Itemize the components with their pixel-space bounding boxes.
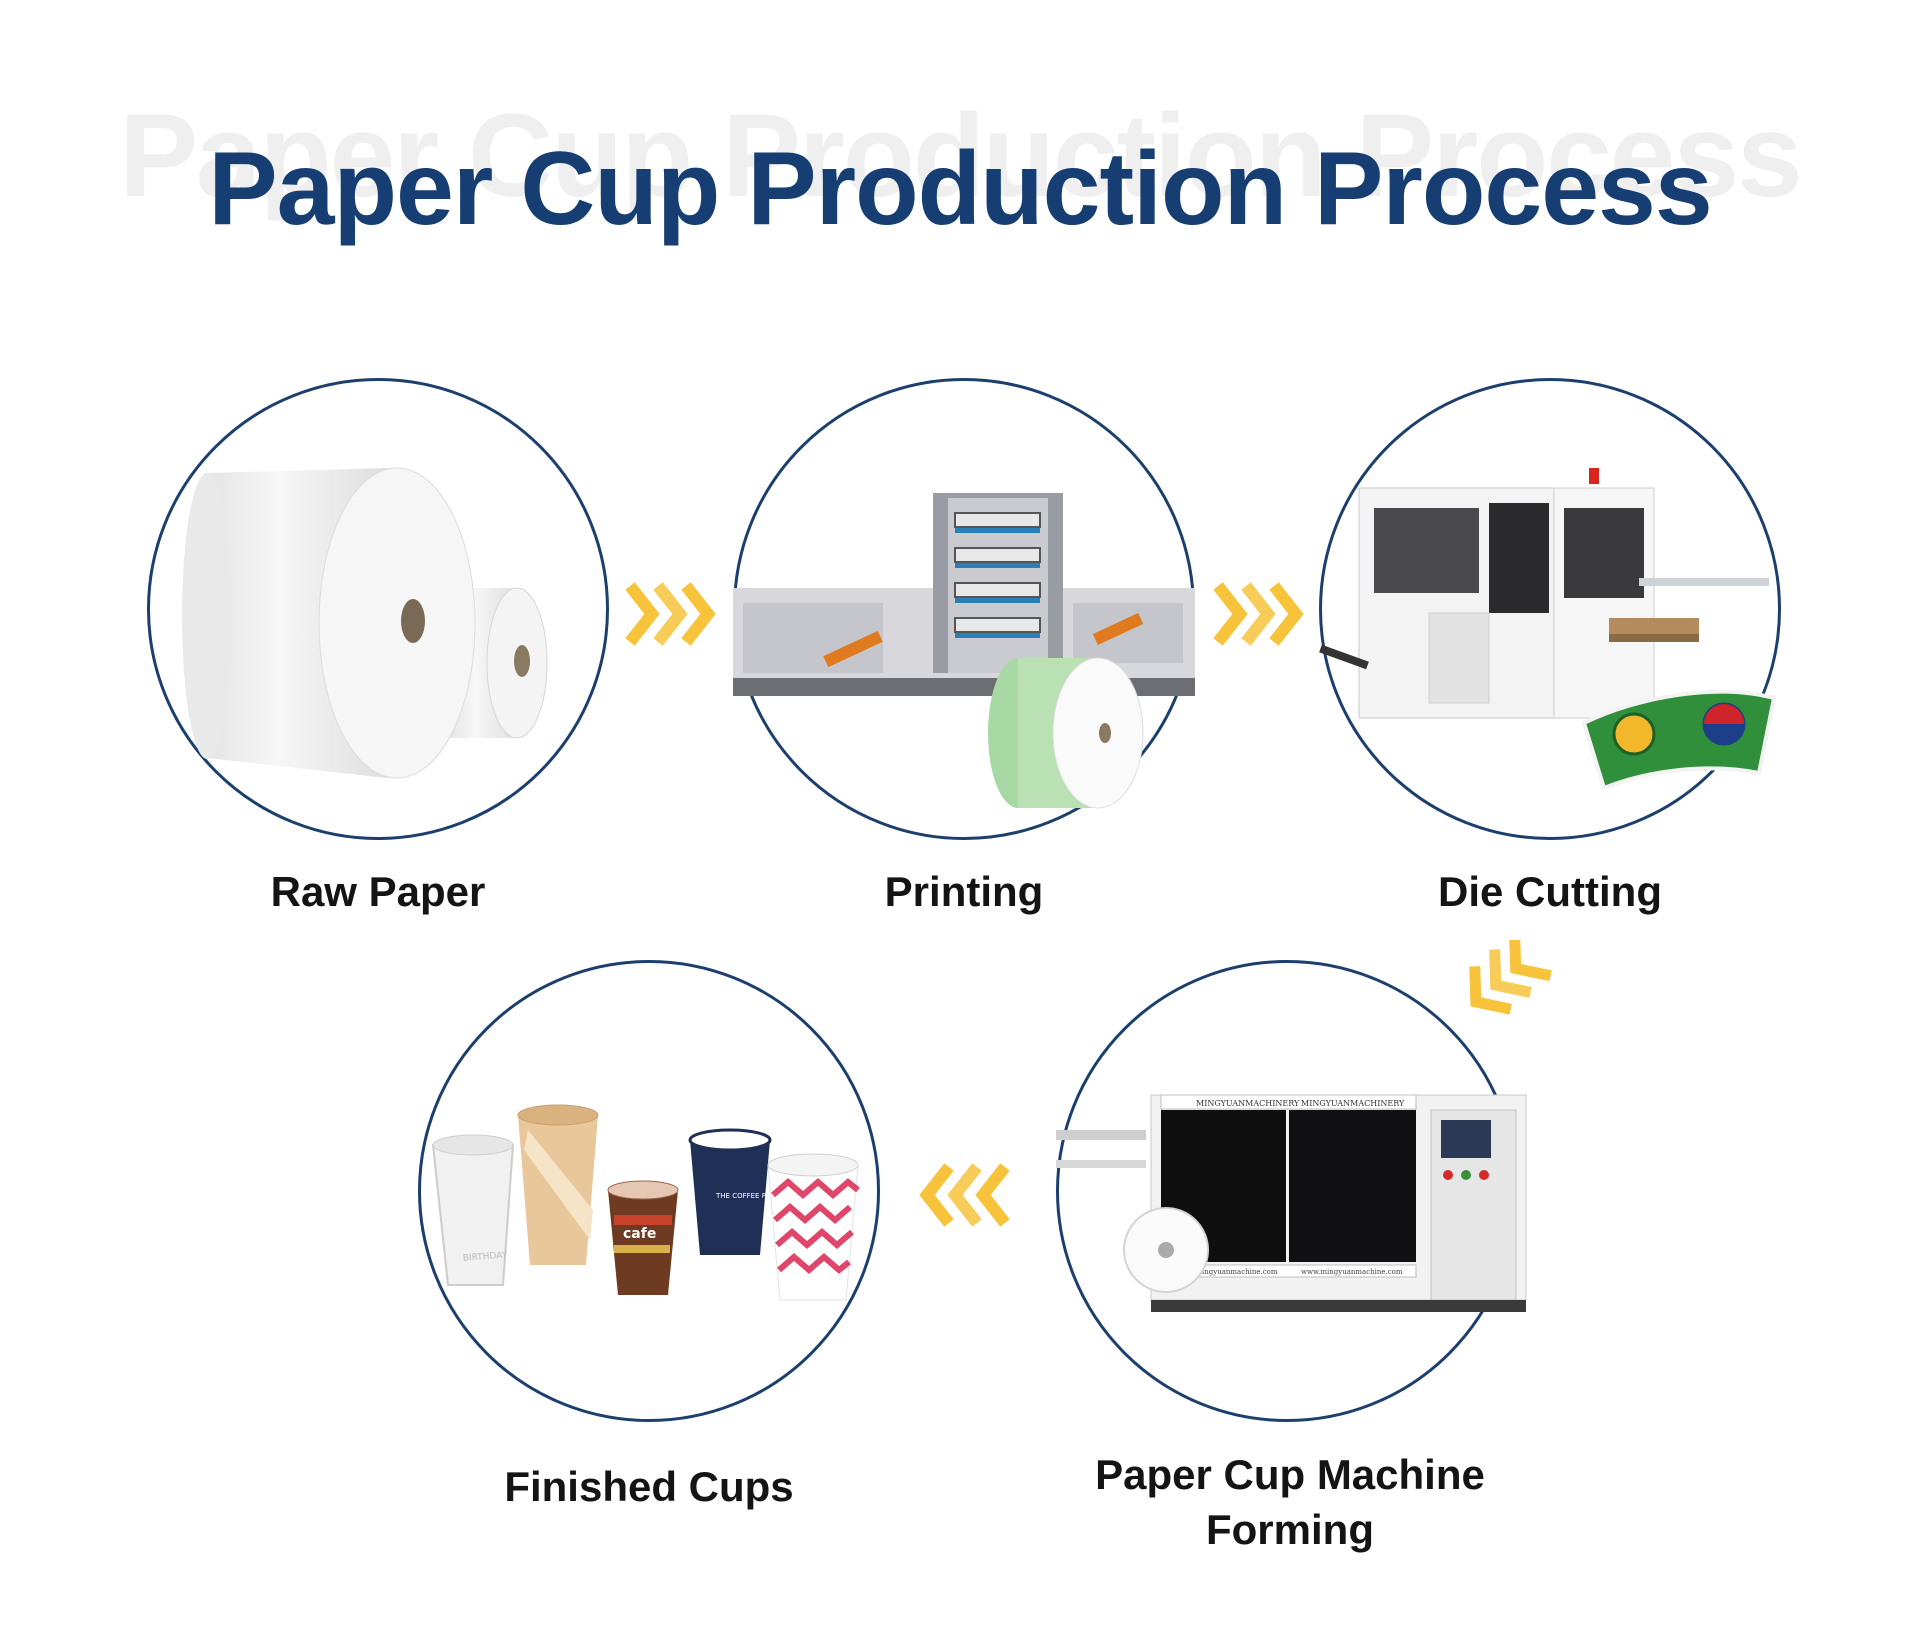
raw-paper-circle [147, 378, 609, 840]
cup-print-cafe: cafe [623, 1226, 656, 1242]
machine-brand-left: MINGYUANMACHINERY [1196, 1099, 1300, 1108]
arrow-printing-to-die-cutting [1213, 582, 1304, 646]
machine-brand-right: MINGYUANMACHINERY [1301, 1099, 1405, 1108]
cup-print-birthday: BIRTHDAY [463, 1251, 509, 1264]
cup-forming-machine-icon: MINGYUANMACHINERY MINGYUANMACHINERY www.… [1056, 1094, 1527, 1312]
machine-url-left: www.mingyuanmachine.com [1176, 1268, 1278, 1276]
page-title: Paper Cup Production Process [208, 131, 1712, 247]
title-block: Paper Cup Production Process Paper Cup P… [0, 70, 1920, 250]
finished-cups-circle: BIRTHDAY cafe THE COFFEE PLACE [418, 960, 880, 1422]
arrow-die-cutting-to-forming [1469, 940, 1552, 1015]
step-label: Raw Paper [270, 868, 486, 915]
die-cutting-machine-icon [1319, 468, 1777, 791]
arrow-forming-to-finished [919, 1163, 1010, 1227]
title-watermark: Paper Cup Production Process [119, 90, 1803, 222]
step-label: Finished Cups [504, 1463, 794, 1510]
machine-url-right: www.mingyuanmachine.com [1301, 1268, 1403, 1276]
paper-cups-icon: BIRTHDAY cafe THE COFFEE PLACE [431, 1104, 860, 1301]
paper-roll-icon [182, 467, 548, 779]
die-cutting-circle [1319, 378, 1781, 840]
printing-machine-icon [733, 493, 1195, 809]
step-label: Printing [884, 868, 1044, 915]
printing-circle [733, 378, 1195, 840]
forming-circle: MINGYUANMACHINERY MINGYUANMACHINERY www.… [1056, 960, 1527, 1422]
arrow-raw-to-printing [625, 582, 716, 646]
step-label: Die Cutting [1438, 868, 1662, 915]
cup-print-coffee-place: THE COFFEE PLACE [715, 1192, 784, 1200]
